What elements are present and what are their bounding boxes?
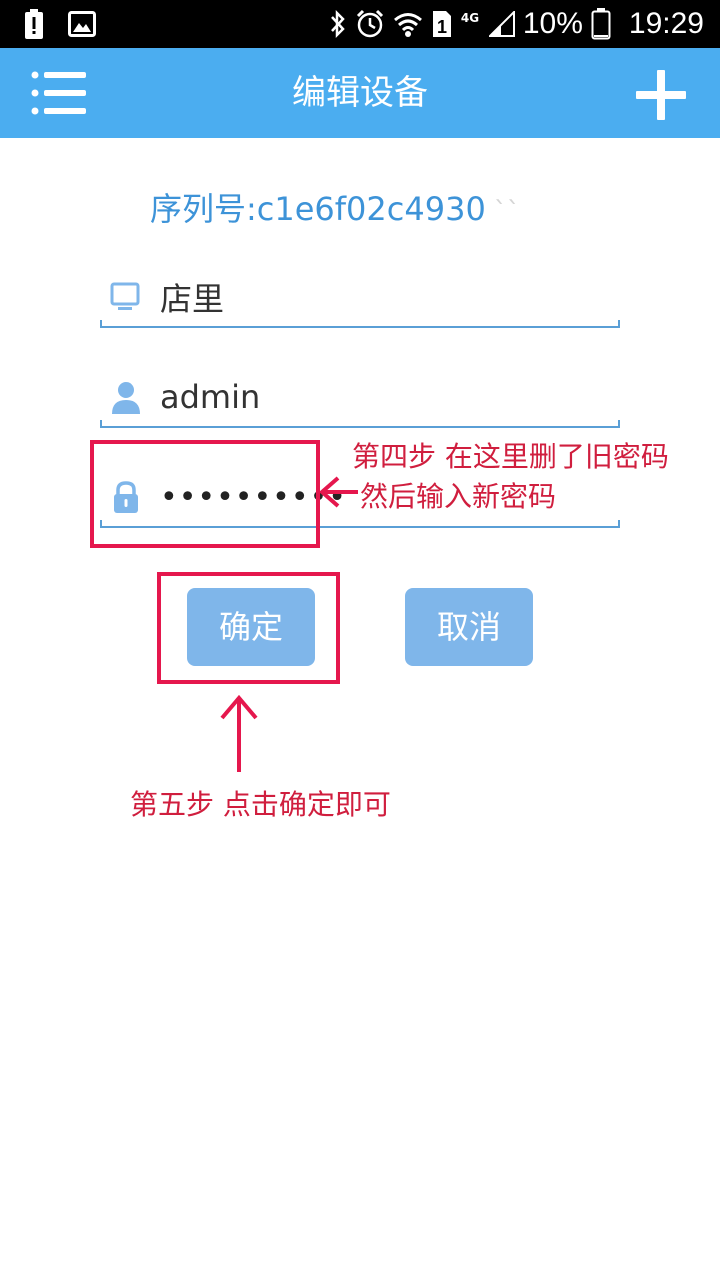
image-icon [68,11,96,37]
monitor-icon [110,282,140,310]
annotation-box-password [90,440,320,548]
password-field[interactable] [100,468,620,528]
network-type-label: 4G [460,11,480,25]
cancel-button[interactable]: 取消 [405,588,533,666]
alarm-icon [356,9,383,38]
annotation-step4-line1: 第四步 在这里删了旧密码 [352,440,669,473]
battery-icon [591,8,611,40]
confirm-button[interactable]: 确定 [187,588,315,666]
status-bar-left [24,8,96,40]
serial-number-faint: ˋˋ [493,197,520,227]
app-bar: 编辑设备 [0,48,720,138]
username-field[interactable] [100,368,620,428]
menu-button[interactable] [30,70,90,116]
username-underline [100,420,620,428]
device-name-input[interactable] [160,272,610,322]
network-type: 4G [461,9,481,39]
annotation-step5: 第五步 点击确定即可 [130,788,391,821]
device-name-underline [100,320,620,328]
annotation-step4-line2: 然后输入新密码 [360,480,557,513]
annotation-box-confirm [157,572,340,684]
lock-icon [114,481,138,513]
username-input[interactable] [160,372,610,422]
plus-icon [636,70,686,120]
battery-alert-icon [25,9,43,39]
sim-slot-number: 1 [437,17,447,37]
page-title: 编辑设备 [292,73,428,113]
battery-percent: 10% [522,7,583,40]
user-icon [112,382,140,414]
annotation-arrow-up-icon [220,694,258,772]
status-bar-right: 1 4G 10% 19:29 [329,4,704,44]
menu-icon [31,71,86,115]
clock-time: 19:29 [628,7,704,40]
wifi-icon [393,13,422,37]
status-bar: 1 4G 10% 19:29 [0,0,720,48]
annotation-arrow-left-icon [318,476,358,508]
sim-icon: 1 [432,11,451,37]
password-underline [100,520,620,528]
password-input[interactable] [160,472,610,522]
add-device-button[interactable] [634,68,688,122]
bluetooth-icon [330,9,345,39]
device-name-field[interactable] [100,268,620,328]
signal-icon [488,11,515,37]
serial-number-text: 序列号:c1e6f02c4930 [150,190,486,228]
